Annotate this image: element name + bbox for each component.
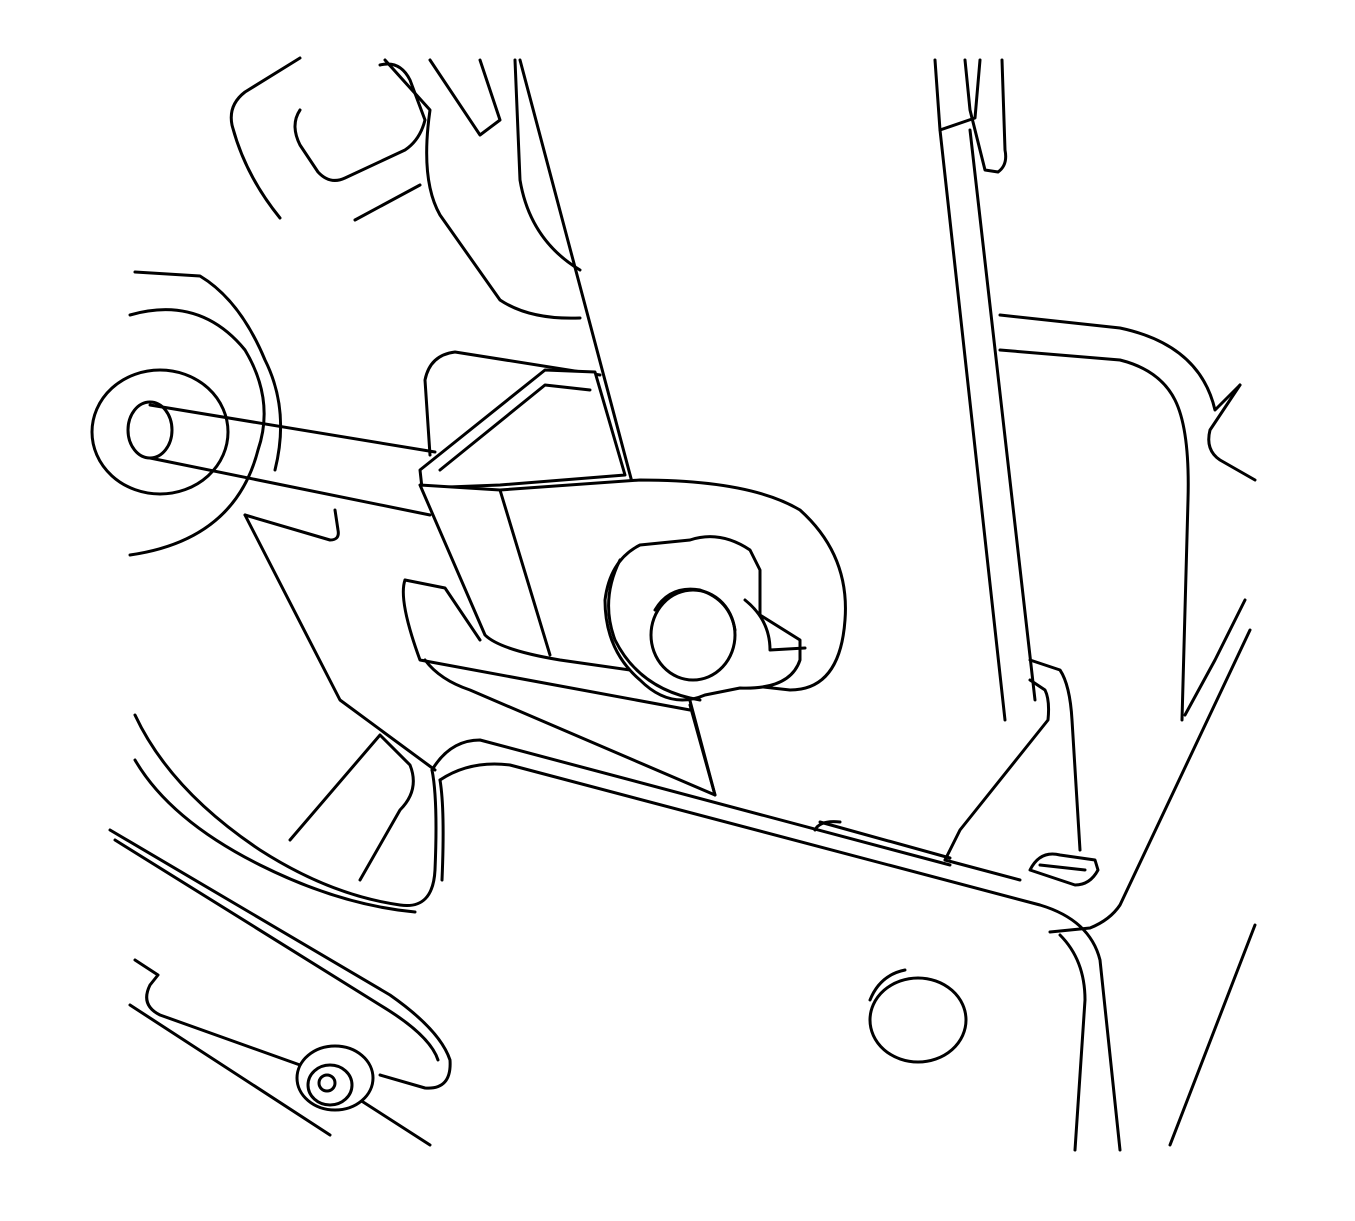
lower-left-arm [108, 828, 452, 1147]
shift-lever [813, 58, 1257, 1147]
cable-rod-assembly [90, 270, 437, 772]
mounting-plate [133, 713, 1122, 1152]
retaining-nut [603, 535, 807, 702]
